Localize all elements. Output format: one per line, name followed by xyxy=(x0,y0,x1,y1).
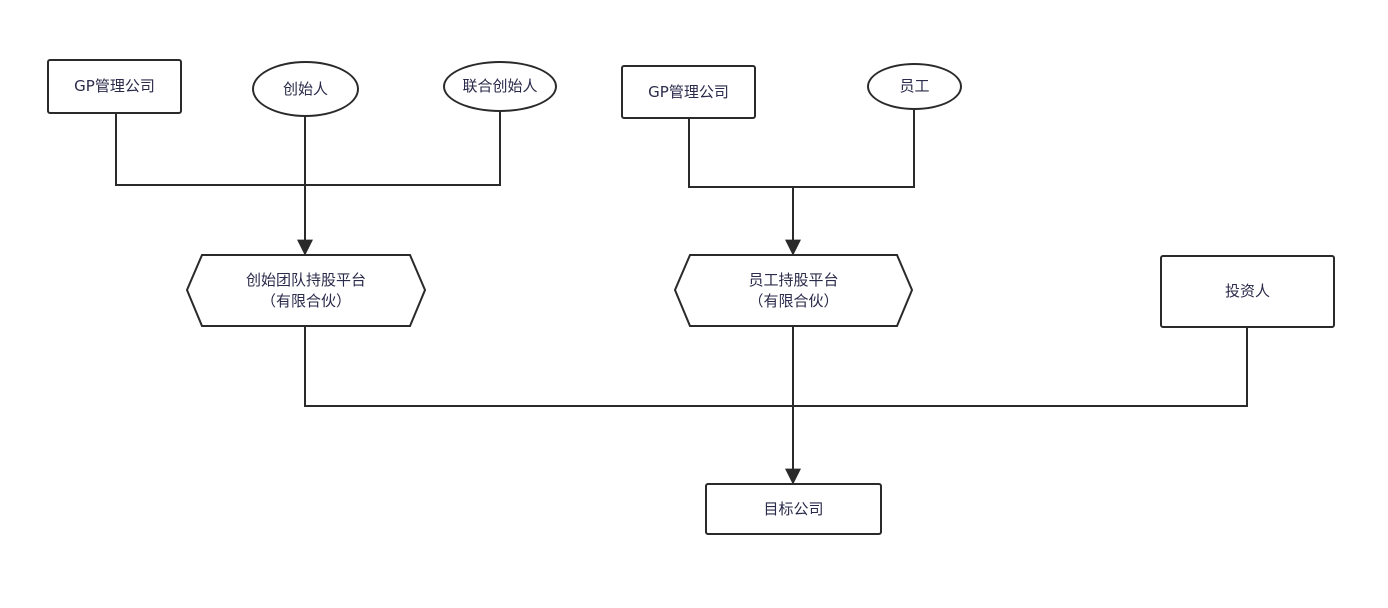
employee-platform-shape xyxy=(674,254,913,327)
employee-holding-platform: 员工持股平台 （有限合伙） xyxy=(674,254,913,327)
gp-management-company-b-label: GP管理公司 xyxy=(648,82,729,101)
cofounder-label: 联合创始人 xyxy=(462,77,538,96)
founder-label: 创始人 xyxy=(282,79,328,98)
founder-platform-shape xyxy=(186,254,426,327)
founder-platform-label-line2: （有限合伙） xyxy=(260,291,351,310)
founder-platform-label-line1: 创始团队持股平台 xyxy=(245,271,366,290)
connector-gp-b-to-bus xyxy=(688,110,915,188)
cofounder-node: 联合创始人 xyxy=(443,61,557,112)
gp-management-company-b: GP管理公司 xyxy=(621,65,756,119)
target-company-node: 目标公司 xyxy=(705,483,882,535)
target-company-label: 目标公司 xyxy=(763,499,824,518)
connector-gp-a-to-bus xyxy=(115,112,501,186)
founder-node: 创始人 xyxy=(252,61,359,117)
employee-label: 员工 xyxy=(899,77,930,96)
employee-platform-label-line2: （有限合伙） xyxy=(748,291,839,310)
gp-management-company-a-label: GP管理公司 xyxy=(74,77,155,96)
investor-node: 投资人 xyxy=(1160,255,1335,328)
gp-management-company-a: GP管理公司 xyxy=(47,59,182,114)
employee-platform-label-line1: 员工持股平台 xyxy=(748,271,839,290)
investor-label: 投资人 xyxy=(1224,282,1270,301)
employee-node: 员工 xyxy=(867,63,962,110)
connector-platforms-investor-bus xyxy=(304,327,1248,407)
founder-team-holding-platform: 创始团队持股平台 （有限合伙） xyxy=(186,254,426,327)
